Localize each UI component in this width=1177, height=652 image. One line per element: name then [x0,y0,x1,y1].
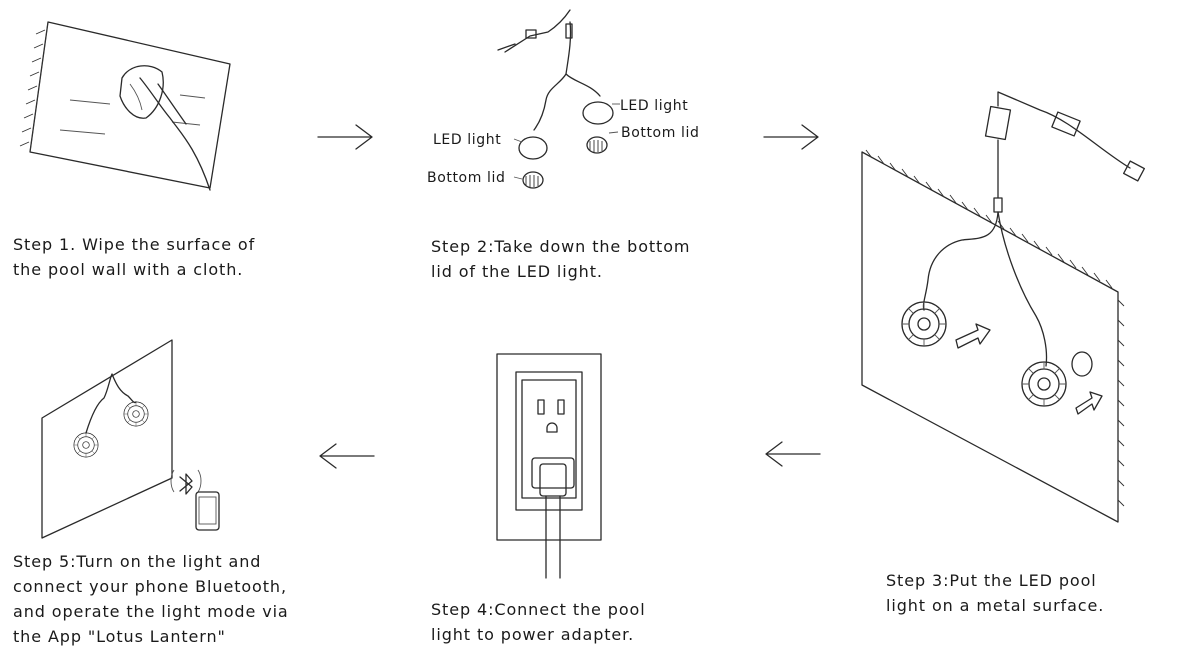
step-4-caption: Step 4:Connect the pool light to power a… [431,597,646,647]
step-2-line-1: Step 2:Take down the bottom [431,237,691,256]
phone-icon [195,491,220,531]
step-3-caption: Step 3:Put the LED pool light on a metal… [886,568,1104,618]
step-2-line-2: lid of the LED light. [431,262,603,281]
arrow-right-icon [317,124,373,150]
arrow-left-icon [319,443,375,469]
step-5-line-4: the App "Lotus Lantern" [13,627,226,646]
label-led-light-right: LED light [620,98,688,114]
arrow-right-icon [763,124,819,150]
step-3-line-1: Step 3:Put the LED pool [886,571,1097,590]
bluetooth-icon [170,469,202,495]
led-light-parts-illustration: LED light Bottom lid LED light Bottom li… [427,9,699,189]
cloth-wipe-illustration [19,21,231,191]
step-5-caption: Step 5:Turn on the light and connect you… [13,549,289,649]
label-bottom-lid-left: Bottom lid [427,170,505,186]
step-4-line-2: light to power adapter. [431,625,635,644]
label-led-light-left: LED light [433,132,501,148]
arrow-left-icon [765,441,821,467]
step-5-line-1: Step 5:Turn on the light and [13,552,262,571]
step-1-line-2: the pool wall with a cloth. [13,260,244,279]
step-5-line-2: connect your phone Bluetooth, [13,577,287,596]
power-outlet-illustration [496,353,602,579]
label-bottom-lid-right: Bottom lid [621,125,699,141]
wall-lights-illustration [41,339,173,539]
step-4-line-1: Step 4:Connect the pool [431,600,646,619]
step-3-line-2: light on a metal surface. [886,596,1105,615]
step-1-caption: Step 1. Wipe the surface of the pool wal… [13,232,255,282]
step-5-line-3: and operate the light mode via [13,602,289,621]
step-2-caption: Step 2:Take down the bottom lid of the L… [431,234,690,284]
step-1-line-1: Step 1. Wipe the surface of [13,235,256,254]
pool-light-wall-illustration [861,91,1145,523]
